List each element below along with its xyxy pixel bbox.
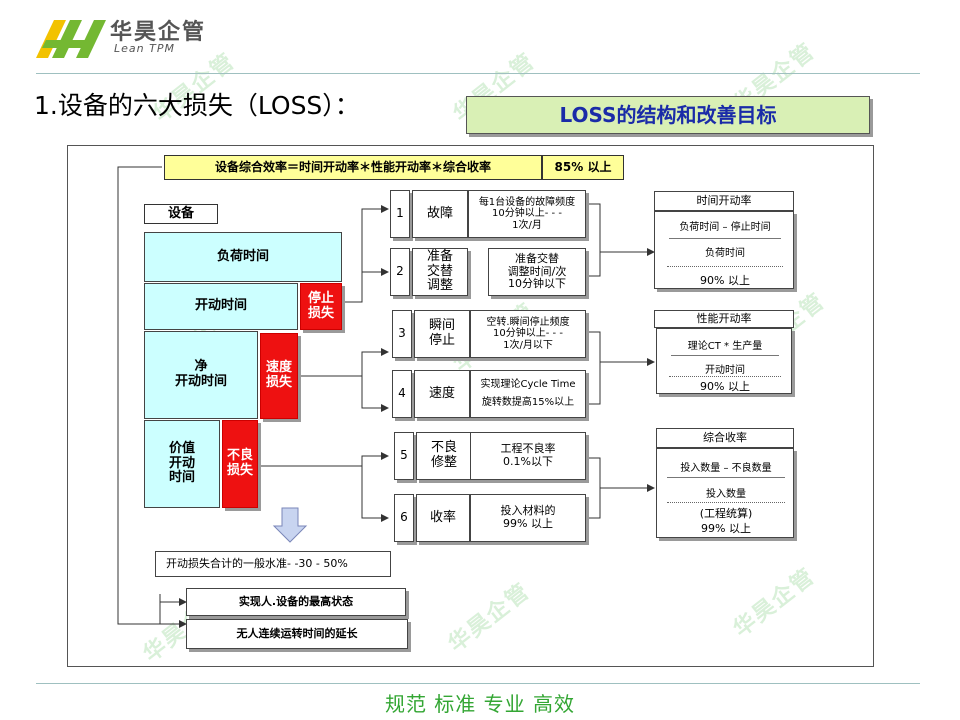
- rate-numerator: 投入数量 – 不良数量: [680, 463, 772, 474]
- loss-number: 5: [394, 432, 414, 480]
- operating-time-block: 开动时间: [144, 283, 298, 330]
- rate-title: 性能开动率: [654, 310, 794, 328]
- stop-loss-block: 停止 损失: [300, 283, 342, 330]
- rate-denominator: 投入数量: [706, 489, 746, 500]
- loss-name: 不良 修整: [416, 432, 472, 480]
- rate-title: 时间开动率: [654, 191, 794, 211]
- loss-description: 工程不良率 0.1%以下: [470, 432, 586, 480]
- goal-best-state: 实现人.设备的最高状态: [186, 588, 406, 616]
- page-title: 1.设备的六大损失（LOSS）：: [34, 91, 360, 120]
- oee-formula: 设备综合效率＝时间开动率＊性能开动率＊综合收率: [164, 155, 542, 180]
- loss-number: 3: [392, 310, 412, 358]
- rate-title: 综合收率: [656, 428, 794, 448]
- rate-body: 投入数量 – 不良数量 投入数量 (工程统算) 99% 以上: [656, 448, 794, 538]
- net-operating-time-block: 净 开动时间: [144, 331, 258, 419]
- divider: [669, 376, 781, 377]
- loss-number: 6: [394, 494, 414, 542]
- loss-number: 1: [390, 190, 410, 238]
- loss-name: 故障: [412, 190, 468, 238]
- equipment-label: 设备: [144, 204, 218, 224]
- rate-denominator: 开动时间: [705, 365, 745, 376]
- logo-en-text: Lean TPM: [114, 42, 175, 55]
- goal-unmanned-extension: 无人连续运转时间的延长: [186, 619, 408, 649]
- divider: [667, 266, 783, 267]
- loss-name: 准备 交替 调整: [412, 248, 468, 296]
- rate-numerator: 理论CT * 生产量: [687, 341, 763, 352]
- oee-target: 85% 以上: [542, 155, 624, 180]
- fraction-line: [669, 238, 781, 239]
- rate-extra: (工程统算): [699, 507, 753, 520]
- loss-description: 实现理论Cycle Time 旋转数提高15%以上: [470, 370, 586, 418]
- rate-denominator: 负荷时间: [705, 248, 745, 259]
- loss-description: 投入材料的 99% 以上: [470, 494, 586, 542]
- rate-body: 负荷时间 – 停止时间 负荷时间 90% 以上: [654, 211, 794, 289]
- diagram-frame: [67, 145, 874, 667]
- fraction-line: [667, 477, 785, 478]
- loss-description: 准备交替 调整时间/次 10分钟以下: [488, 248, 586, 296]
- rate-target: 99% 以上: [701, 522, 751, 535]
- rate-body: 理论CT * 生产量 开动时间 90% 以上: [656, 328, 792, 394]
- logo-mark-icon: [36, 20, 106, 58]
- rate-numerator: 负荷时间 – 停止时间: [679, 222, 771, 233]
- footer-rule: [36, 683, 920, 684]
- load-time-block: 负荷时间: [144, 232, 342, 282]
- loss-number: 2: [390, 248, 410, 296]
- divider: [667, 502, 785, 503]
- value-operating-time-block: 价值 开动 时间: [144, 420, 220, 508]
- footer-slogan: 规范 标准 专业 高效: [384, 692, 576, 716]
- rate-target: 90% 以上: [700, 274, 750, 287]
- loss-number: 4: [392, 370, 412, 418]
- defect-loss-block: 不良 损失: [222, 420, 258, 508]
- loss-description: 空转.瞬间停止频度 10分钟以上- - - 1次/月以下: [470, 310, 586, 358]
- logo-cn-text: 华昊企管: [110, 20, 207, 45]
- logo: 华昊企管 Lean TPM: [32, 14, 222, 60]
- loss-name: 速度: [414, 370, 470, 418]
- oee-target-text: 85% 以上: [554, 159, 612, 174]
- header-rule: [36, 73, 920, 74]
- loss-name: 收率: [416, 494, 470, 542]
- loss-description: 每1台设备的故障频度 10分钟以上- - - 1次/月: [468, 190, 586, 238]
- fraction-line: [671, 355, 779, 356]
- general-level-box: 开动损失合计的一般水准- -30 - 50%: [155, 551, 391, 577]
- rate-target: 90% 以上: [700, 380, 750, 393]
- subtitle-box: LOSS的结构和改善目标: [466, 96, 870, 134]
- loss-name: 瞬间 停止: [414, 310, 470, 358]
- speed-loss-block: 速度 损失: [260, 333, 298, 419]
- oee-formula-text: 设备综合效率＝时间开动率＊性能开动率＊综合收率: [214, 159, 491, 174]
